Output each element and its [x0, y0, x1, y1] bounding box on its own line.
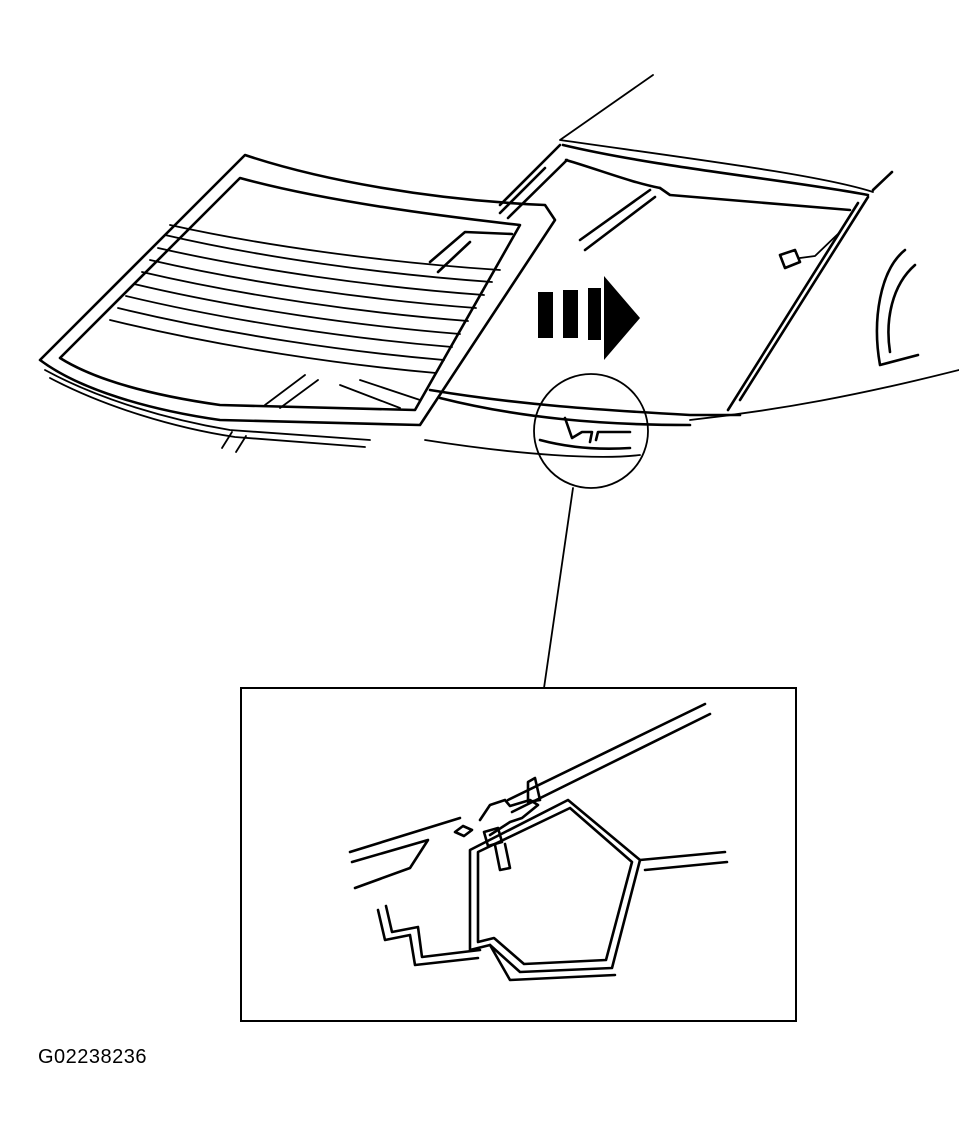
windshield-glass	[38, 153, 557, 453]
detail-callout	[533, 373, 649, 689]
inset-frame	[240, 687, 797, 1022]
vehicle-body	[424, 74, 959, 458]
figure-id-label: G02238236	[38, 1046, 148, 1068]
detail-inset	[240, 687, 797, 1022]
right-direction-arrow-icon	[538, 276, 640, 360]
leader-line	[543, 487, 574, 689]
callout-circle	[533, 373, 649, 489]
